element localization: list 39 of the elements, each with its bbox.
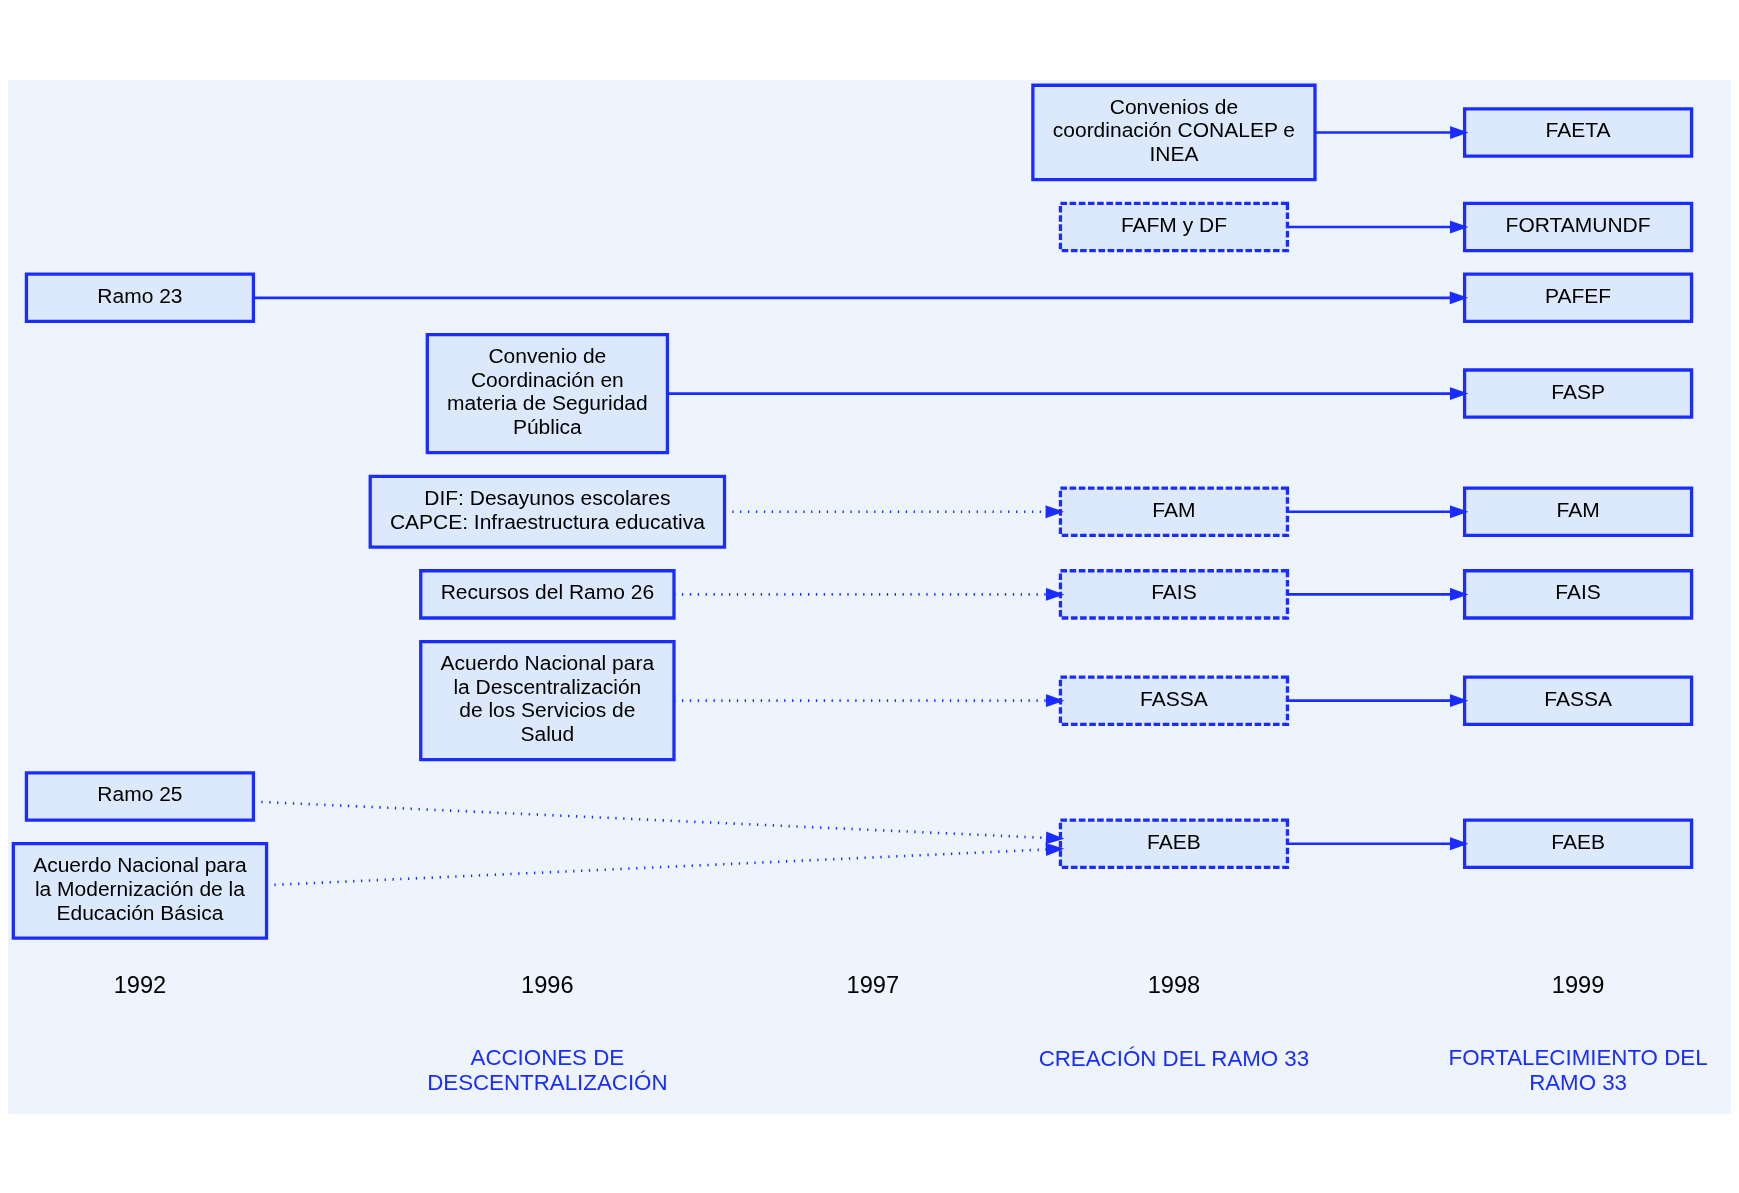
label: FORTALECIMIENTO DEL RAMO 33 (1448, 1044, 1708, 1095)
node-box: FAIS (1058, 568, 1290, 620)
arrow (674, 693, 1065, 707)
arrow (1287, 504, 1469, 518)
node-box: FASSA (1462, 674, 1694, 726)
arrow (674, 587, 1065, 601)
node-box: PAFEF (1462, 272, 1694, 323)
node-box: Ramo 25 (24, 770, 256, 822)
node-box: FASSA (1058, 674, 1290, 726)
node-box: Convenios de coordinación CONALEP e INEA (1031, 83, 1317, 181)
node-box: Recursos del Ramo 26 (419, 568, 676, 620)
arrow (1287, 836, 1469, 850)
node-box: Acuerdo Nacional para la Descentralización de los Servicios de Salud (419, 639, 676, 761)
label: ACCIONES DE DESCENTRALIZACIÓN (427, 1044, 668, 1095)
node-box: Acuerdo Nacional para la Modernización de la Educación Básica (11, 841, 269, 940)
node-box: Convenio de Coordinación en materia de Seguridad Pública (425, 332, 670, 454)
node-box: FAFM y DF (1058, 201, 1290, 252)
arrow (253, 290, 1469, 304)
arrow (667, 386, 1469, 400)
label: 1997 (846, 970, 900, 997)
node-box: FASP (1462, 367, 1694, 419)
node-box: FAEB (1462, 817, 1694, 869)
arrow (1287, 587, 1469, 601)
node-box: FAM (1058, 485, 1290, 537)
label: 1998 (1147, 970, 1201, 997)
arrow (1287, 220, 1469, 233)
node-box: FORTAMUNDF (1462, 201, 1694, 252)
node-box: DIF: Desayunos escolares CAPCE: Infraestructura educativa (368, 474, 727, 549)
node-box: FAIS (1462, 568, 1694, 620)
node-box: Ramo 23 (24, 272, 256, 323)
node-box: FAEB (1058, 817, 1290, 869)
node-box: FAM (1462, 485, 1694, 537)
label: 1996 (521, 970, 574, 997)
label: 1992 (113, 970, 167, 997)
label: CREACIÓN DEL RAMO 33 (1038, 1045, 1310, 1071)
label: 1999 (1551, 970, 1605, 997)
node-box: FAETA (1462, 106, 1694, 158)
arrow (1315, 125, 1469, 139)
arrow (1287, 693, 1469, 707)
